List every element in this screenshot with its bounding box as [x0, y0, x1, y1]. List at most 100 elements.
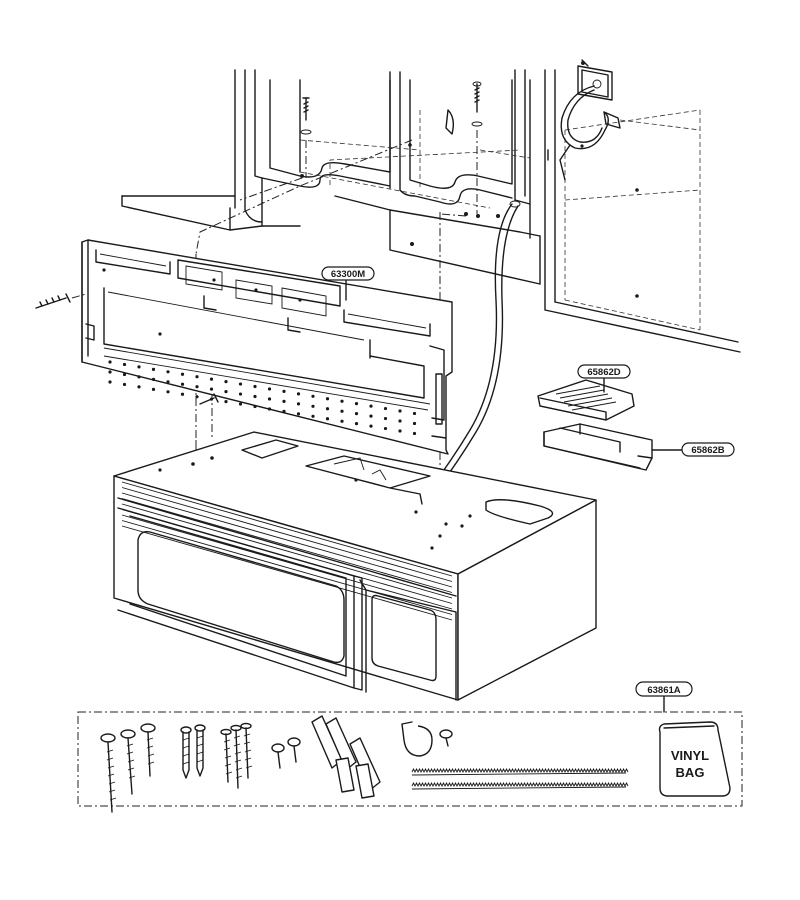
plate-hole-pattern: [108, 360, 417, 436]
plate-hole: [108, 360, 112, 364]
plate-hole: [354, 402, 359, 406]
plate-hole: [253, 384, 257, 389]
plate-hole: [122, 362, 127, 367]
plate-hole: [369, 404, 373, 408]
plate-hole: [340, 409, 344, 413]
plate-hole: [311, 404, 315, 408]
plate-hole: [122, 372, 127, 377]
plate-hole: [224, 380, 228, 384]
callout-63861A: 63861A: [635, 681, 693, 697]
plate-hole: [180, 372, 185, 376]
bottom-screw: [199, 393, 219, 405]
plate-hole: [398, 419, 402, 423]
callout-65862B: 65862B: [651, 442, 735, 457]
vent-slat: [121, 520, 453, 615]
plate-hole: [195, 395, 199, 399]
plate-hole: [296, 392, 301, 396]
kit-small-screws: [271, 737, 301, 769]
plate-hole: [412, 411, 417, 416]
plate-hole: [195, 385, 199, 389]
kit-toggle-wings: [311, 715, 381, 799]
exhaust-adapter: [543, 423, 653, 471]
kit-springs: [411, 767, 629, 790]
vent-slat: [121, 481, 453, 577]
vinyl-bag: VINYL BAG: [658, 721, 731, 797]
plate-hole: [383, 426, 388, 431]
plate-hole: [253, 394, 257, 399]
mounting-plate: [81, 239, 453, 455]
microwave: [113, 431, 597, 701]
plate-hole: [195, 375, 199, 379]
plate-hole: [209, 377, 214, 381]
plate-hole: [296, 412, 301, 416]
plate-hole: [151, 367, 156, 371]
plate-hole: [267, 397, 272, 401]
plate-hole: [108, 370, 112, 374]
vinyl-bag-line2: BAG: [676, 765, 705, 780]
plate-hole: [311, 394, 315, 398]
plate-hole: [282, 399, 286, 403]
plate-hole: [311, 414, 315, 418]
plate-hole: [340, 399, 344, 403]
plate-hole: [383, 406, 388, 411]
plate-hole: [122, 382, 127, 387]
plate-hole: [398, 409, 402, 413]
plate-hole: [296, 402, 301, 406]
vent-slat: [121, 525, 453, 621]
plate-hole: [267, 407, 272, 411]
callout-65862D: 65862D: [577, 364, 631, 393]
damper: [537, 379, 635, 421]
vent-bottom-edge: [117, 497, 457, 597]
plate-hole: [108, 380, 112, 384]
kit-cord-clamp: [401, 721, 453, 757]
plate-hole: [325, 417, 330, 421]
plate-hole: [282, 389, 286, 393]
kit-wood-screws: [220, 722, 253, 789]
plate-hole: [383, 416, 388, 421]
wall-cabinets: [121, 59, 741, 353]
vinyl-bag-line1: VINYL: [671, 748, 709, 763]
part-label-65862B: 65862B: [691, 445, 724, 456]
side-screw: [35, 293, 87, 309]
plate-hole: [369, 414, 373, 418]
plate-hole: [137, 375, 141, 379]
plate-hole: [325, 397, 330, 401]
plate-hole: [398, 429, 402, 433]
mounting-screws-top: [300, 81, 483, 214]
plate-hole: [325, 407, 330, 411]
plate-hole: [412, 431, 417, 436]
plate-hole: [151, 377, 156, 381]
spring-1: [411, 767, 629, 774]
plate-hole: [224, 400, 228, 404]
plate-hole: [412, 421, 417, 426]
plate-hole: [180, 392, 185, 396]
vent-slat: [121, 498, 453, 593]
plate-hole: [282, 409, 286, 413]
plate-hole: [354, 412, 359, 416]
plate-hole: [267, 387, 272, 391]
part-label-63861A: 63861A: [647, 685, 680, 696]
power-cord: [427, 200, 521, 495]
plate-hole: [340, 419, 344, 423]
part-label-65862D: 65862D: [587, 367, 620, 378]
spring-edge: [411, 786, 627, 790]
plate-hole: [253, 404, 257, 409]
vent-slats: [117, 481, 457, 621]
kit-long-screws: [100, 723, 156, 813]
spring-2: [411, 781, 629, 788]
part-label-63300M: 63300M: [331, 269, 365, 280]
plate-hole: [209, 387, 214, 391]
plate-hole: [137, 385, 141, 389]
plate-hole: [238, 402, 243, 406]
plate-hole: [166, 390, 170, 394]
plate-hole: [224, 390, 228, 394]
plate-hole: [180, 382, 185, 386]
vent-slat: [121, 487, 453, 582]
plate-hole: [151, 387, 156, 391]
callout-63300M: 63300M: [321, 266, 375, 301]
spring-edge: [411, 772, 627, 776]
plate-hole: [238, 392, 243, 396]
plate-hole: [354, 422, 359, 426]
plate-hole: [369, 424, 373, 428]
